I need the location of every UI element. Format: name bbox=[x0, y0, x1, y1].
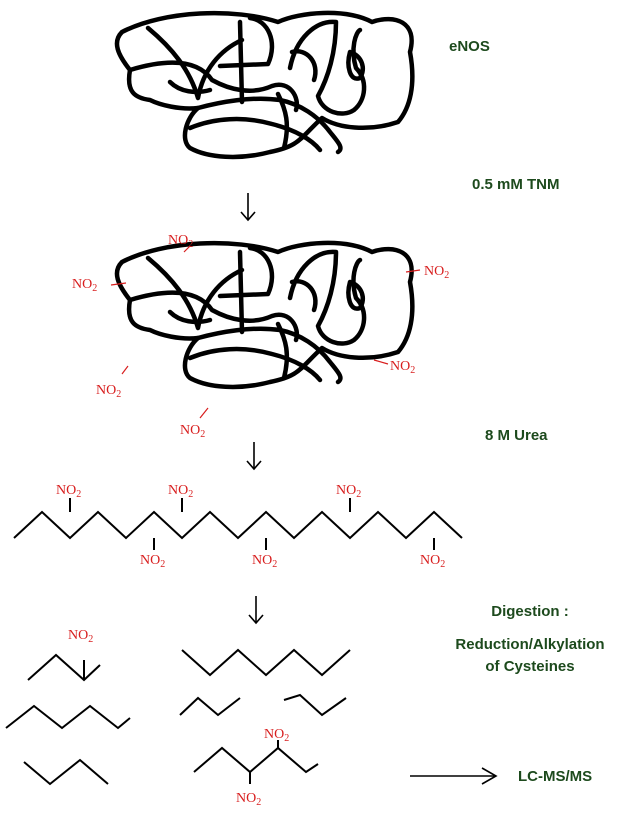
nitro-group: NO2 bbox=[336, 483, 361, 500]
peptide-fragment bbox=[27, 653, 101, 682]
denatured-nitrated-chain: NO2 NO2 NO2 NO2 NO2 NO2 bbox=[13, 483, 463, 570]
peptide-fragment bbox=[23, 758, 109, 786]
arrow-2 bbox=[246, 441, 262, 470]
label-lcms: LC-MS/MS bbox=[518, 768, 593, 785]
label-cysteines: of Cysteines bbox=[485, 658, 575, 675]
nitro-group: NO2 bbox=[236, 791, 261, 808]
peptide-fragments: NO2 NO2 NO2 bbox=[5, 628, 351, 808]
nitro-group: NO2 bbox=[424, 264, 449, 281]
native-enos-protein bbox=[117, 13, 412, 157]
label-digestion: Digestion : bbox=[491, 603, 569, 620]
nitro-group: NO2 bbox=[420, 553, 445, 570]
label-enos: eNOS bbox=[449, 38, 490, 55]
peptide-fragment bbox=[179, 696, 241, 717]
nitro-group: NO2 bbox=[264, 727, 289, 744]
label-urea: 8 M Urea bbox=[485, 427, 548, 444]
nitro-group: NO2 bbox=[56, 483, 81, 500]
nitro-group: NO2 bbox=[168, 483, 193, 500]
nitro-group: NO2 bbox=[168, 233, 193, 250]
peptide-fragment bbox=[283, 693, 347, 717]
nitro-group: NO2 bbox=[140, 553, 165, 570]
nitrated-enos-protein: NO2 NO2 NO2 NO2 NO2 NO2 bbox=[72, 233, 449, 440]
peptide-fragment bbox=[181, 648, 351, 677]
nitro-group: NO2 bbox=[180, 423, 205, 440]
nitro-group: NO2 bbox=[68, 628, 93, 645]
label-reduction: Reduction/Alkylation bbox=[455, 636, 605, 653]
nitro-group: NO2 bbox=[252, 553, 277, 570]
nitro-group: NO2 bbox=[390, 359, 415, 376]
label-tnm: 0.5 mM TNM bbox=[472, 176, 560, 193]
peptide-fragment bbox=[193, 746, 319, 774]
arrow-3 bbox=[248, 595, 264, 624]
arrow-1 bbox=[240, 192, 256, 221]
peptide-fragment bbox=[5, 704, 131, 730]
nitro-group: NO2 bbox=[72, 277, 97, 294]
arrow-to-lcms bbox=[410, 767, 498, 785]
nitro-group: NO2 bbox=[96, 383, 121, 400]
